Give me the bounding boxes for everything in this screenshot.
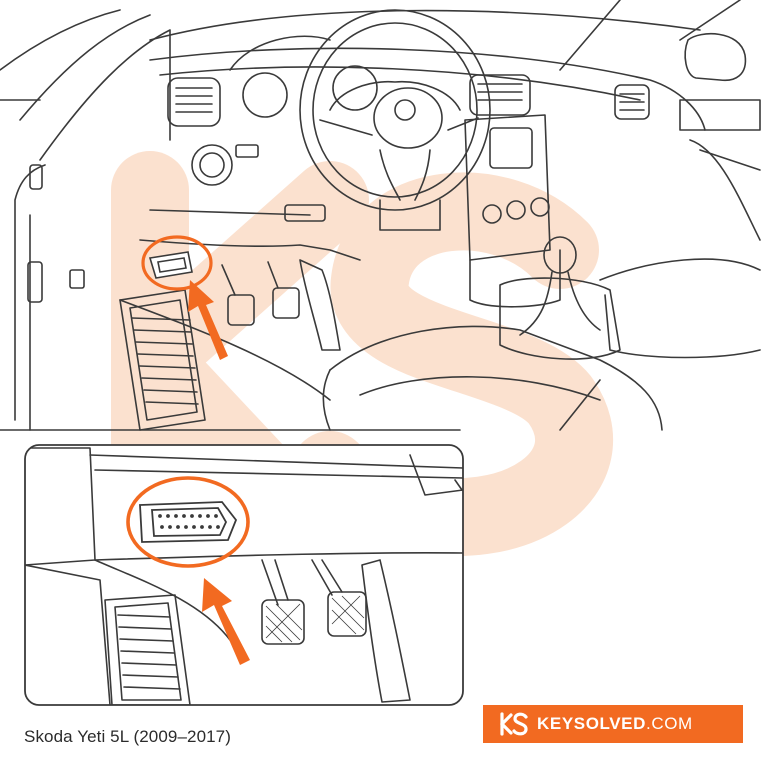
brand-name: KEYSOLVED <box>537 714 646 733</box>
obd2-pin <box>168 525 172 529</box>
vehicle-model-caption: Skoda Yeti 5L (2009–2017) <box>24 727 231 746</box>
obd2-port-icon <box>148 251 193 279</box>
obd2-pin <box>158 514 162 518</box>
pointer-arrow-icon <box>188 280 228 360</box>
brand-domain-suffix: .COM <box>646 714 693 733</box>
obd2-pin <box>190 514 194 518</box>
obd2-pin <box>174 514 178 518</box>
obd2-pin <box>176 525 180 529</box>
pointer-arrow-icon <box>202 578 250 665</box>
obd2-port-detail <box>139 501 238 543</box>
obd2-pin <box>160 525 164 529</box>
cabin-overview <box>0 0 761 431</box>
brand-wordmark: KEYSOLVED.COM <box>537 714 693 734</box>
obd2-pin <box>166 514 170 518</box>
ks-monogram-icon <box>500 712 528 736</box>
port-highlight-ring-inset <box>126 476 250 568</box>
port-highlight-ring-top <box>141 235 213 291</box>
obd2-pin <box>206 514 210 518</box>
obd2-pins <box>158 514 220 529</box>
obd2-pin <box>184 525 188 529</box>
obd2-pin <box>182 514 186 518</box>
obd2-pin <box>214 514 218 518</box>
obd2-pin <box>208 525 212 529</box>
obd2-pin <box>192 525 196 529</box>
obd2-pin <box>216 525 220 529</box>
brand-logo-banner: KEYSOLVED.COM <box>483 705 743 743</box>
obd2-pin <box>198 514 202 518</box>
inset-detail-panel <box>24 444 464 706</box>
obd2-pin <box>200 525 204 529</box>
